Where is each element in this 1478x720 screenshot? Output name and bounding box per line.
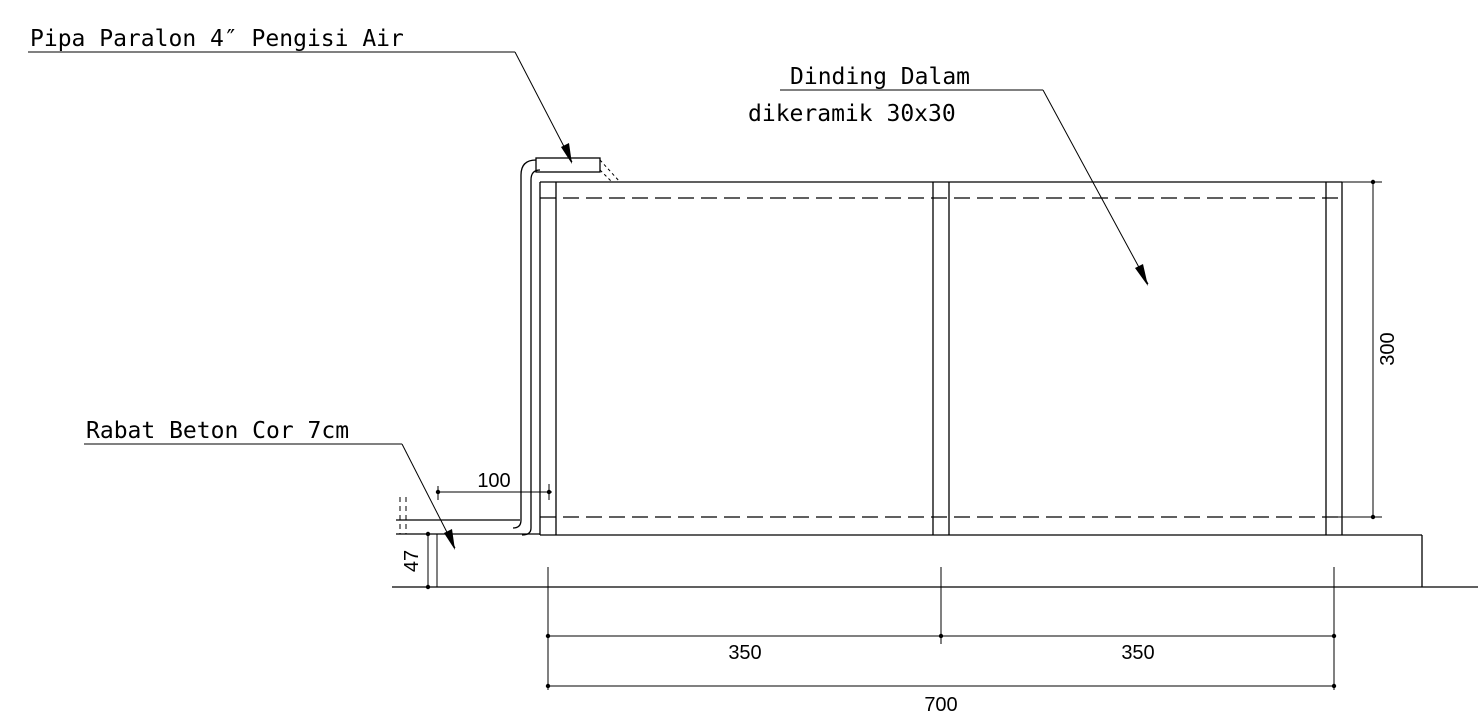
leader-rabat	[84, 443, 456, 550]
label-wall-line1: Dinding Dalam	[790, 64, 970, 90]
dimension-height	[1330, 179, 1382, 520]
dim-pipe-offset-text: 100	[477, 470, 510, 492]
leader-wall	[780, 89, 1149, 286]
dimension-pipe-offset	[435, 484, 552, 500]
dim-height-text: 300	[1377, 332, 1399, 365]
tank-outline	[539, 181, 1343, 535]
base-slab	[540, 534, 1423, 587]
dim-span-left-text: 350	[728, 642, 761, 664]
dimension-spans	[545, 567, 1337, 690]
label-rabat: Rabat Beton Cor 7cm	[86, 418, 349, 444]
dimension-slab	[420, 531, 440, 590]
dim-total-text: 700	[924, 694, 957, 716]
dim-span-right-text: 350	[1121, 642, 1154, 664]
leader-pipe	[28, 51, 573, 164]
fill-pipe	[512, 157, 621, 536]
label-wall-line2: dikeramik 30x30	[748, 101, 956, 127]
label-pipe: Pipa Paralon 4″ Pengisi Air	[30, 26, 404, 52]
rabat-slab	[396, 497, 540, 535]
dim-slab-text: 47	[401, 550, 423, 572]
